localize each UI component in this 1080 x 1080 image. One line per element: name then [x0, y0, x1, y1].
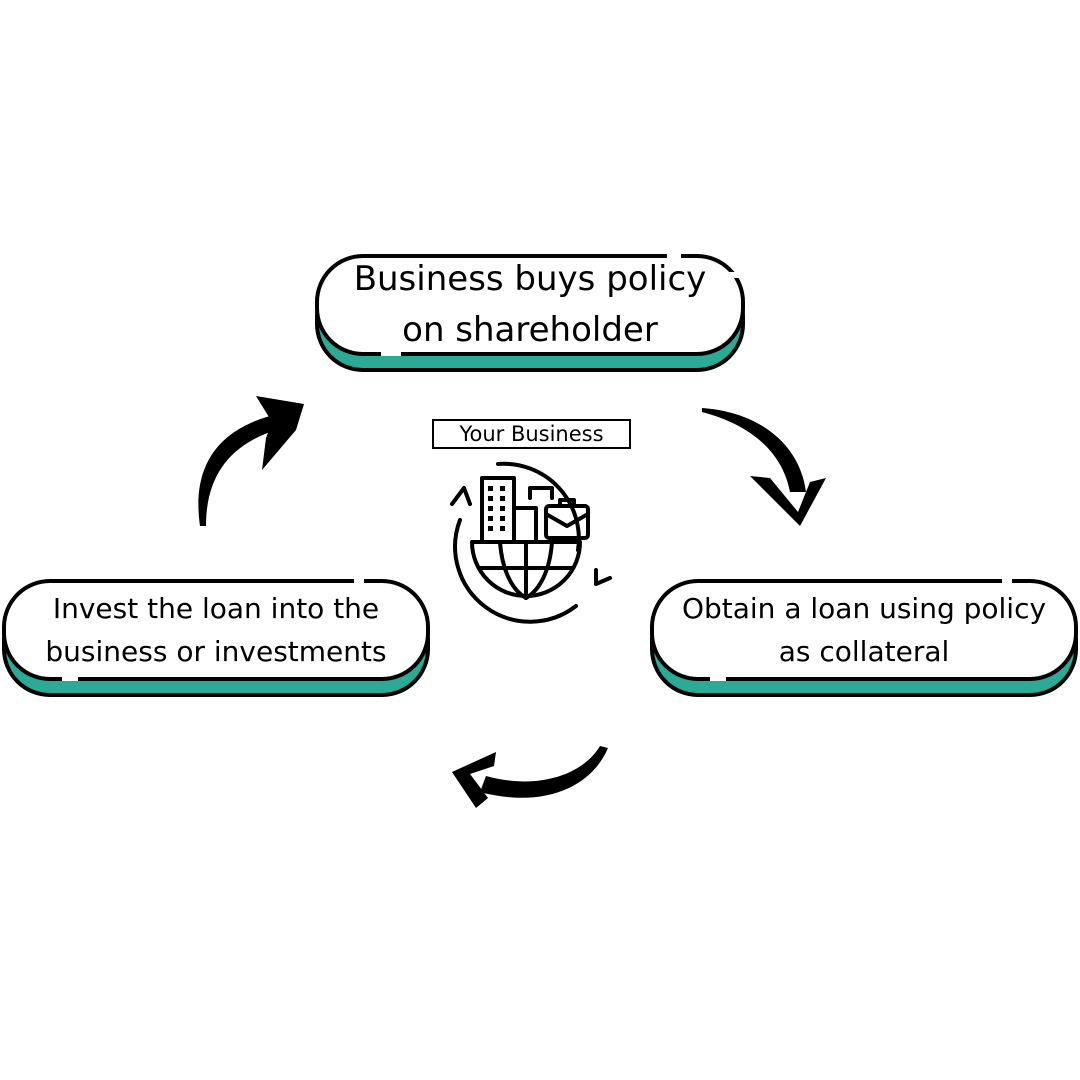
step-label-line: business or investments [45, 635, 387, 668]
outline-gap [354, 579, 364, 585]
step-business-buys-policy: Business buys policy on shareholder [315, 254, 745, 372]
outline-gap [62, 675, 78, 681]
step-label-line: Obtain a loan using policy [681, 591, 1047, 625]
center-title: Your Business [432, 419, 631, 449]
pill-face: Business buys policy on shareholder [315, 254, 745, 356]
outline-gap [1002, 579, 1012, 585]
step-label-line: as collateral [778, 635, 950, 668]
outline-gap [710, 675, 726, 681]
business-globe-cycle-icon [450, 461, 612, 624]
step-label-line: Invest the loan into the [52, 591, 380, 625]
step-label: Obtain a loan using policy as collateral [682, 587, 1046, 674]
step-label-line: Business buys policy [353, 259, 707, 299]
curved-arrow-icon [198, 396, 304, 526]
step-obtain-loan: Obtain a loan using policy as collateral [650, 579, 1078, 697]
curved-arrow-icon [702, 408, 826, 526]
curved-arrow-icon [452, 746, 608, 808]
pill-face: Obtain a loan using policy as collateral [650, 579, 1078, 681]
step-label-line: on shareholder [402, 310, 658, 350]
step-label: Invest the loan into the business or inv… [45, 587, 386, 674]
step-invest-loan: Invest the loan into the business or inv… [2, 579, 430, 697]
outline-gap [381, 350, 401, 356]
step-label: Business buys policy on shareholder [354, 254, 707, 356]
outline-gap [725, 272, 739, 278]
pill-face: Invest the loan into the business or inv… [2, 579, 430, 681]
outline-gap [667, 254, 681, 260]
